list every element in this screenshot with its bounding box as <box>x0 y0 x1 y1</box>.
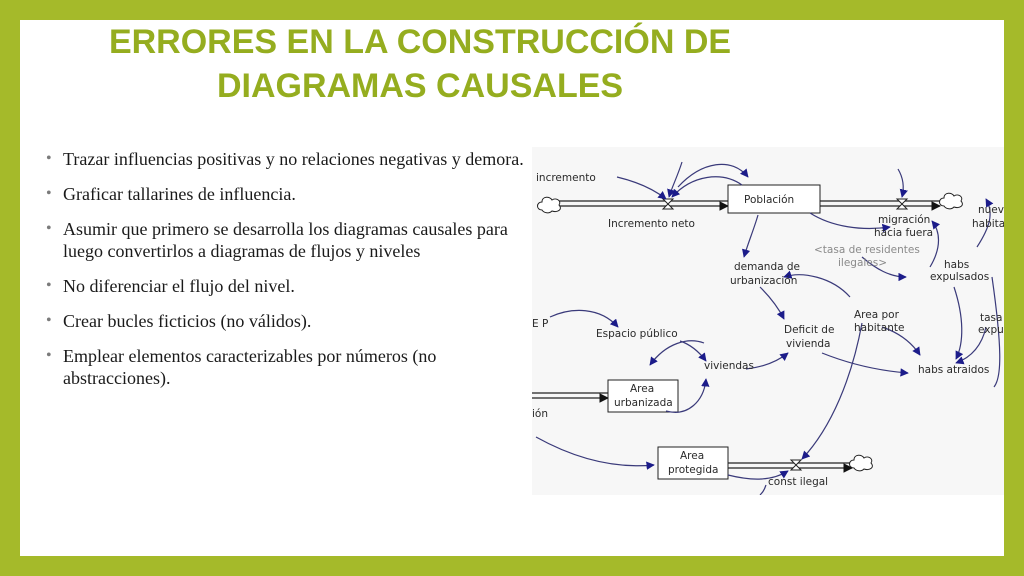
bullet-item: No diferenciar el flujo del nivel. <box>44 275 530 297</box>
title-line-1: ERRORES EN LA CONSTRUCCIÓN DE <box>108 23 732 61</box>
label-incremento-neto: Incremento neto <box>608 218 695 230</box>
bullet-item: Crear bucles ficticios (no válidos). <box>44 310 530 332</box>
label-incremento: incremento <box>536 172 596 184</box>
stock-box-area-protegida <box>657 446 729 480</box>
cloud-icon <box>849 454 873 472</box>
label-demanda-2: urbanización <box>730 275 797 287</box>
label-viviendas: viviendas <box>704 360 754 372</box>
label-area-habitante-2: habitante <box>854 322 904 334</box>
label-area-protegida-1: Area <box>680 450 704 462</box>
bullet-item: Emplear elementos caracterizables por nú… <box>44 345 530 389</box>
diagram-svg: incremento Incremento neto Población mig… <box>532 161 1004 495</box>
label-tasa-expulsion-1: tasa de <box>980 312 1004 324</box>
stock-box-poblacion <box>727 184 821 214</box>
title-line-2: DIAGRAMAS CAUSALES <box>216 67 624 105</box>
valve-icon <box>661 198 675 210</box>
causal-links <box>535 161 1001 495</box>
slide: ERRORES EN LA CONSTRUCCIÓN DE DIAGRAMAS … <box>20 20 1004 556</box>
valve-icon <box>789 459 803 471</box>
bullet-list: Trazar influencias positivas y no relaci… <box>44 148 530 402</box>
stock-flow-diagram: incremento Incremento neto Población mig… <box>532 147 1004 495</box>
label-demanda-1: demanda de <box>734 261 800 273</box>
label-area-urbanizada-2: urbanizada <box>614 397 673 409</box>
label-deficit-2: vivienda <box>786 338 830 350</box>
label-ion: ión <box>532 408 548 420</box>
label-espacio-publico: Espacio público <box>596 328 678 340</box>
label-migracion-2: hacia fuera <box>874 227 933 239</box>
stock-box-area-urbanizada <box>607 379 679 413</box>
flow-pipes <box>532 200 941 473</box>
slide-title: ERRORES EN LA CONSTRUCCIÓN DE DIAGRAMAS … <box>40 20 800 108</box>
label-deficit-1: Deficit de <box>784 324 834 336</box>
bullet-item: Trazar influencias positivas y no relaci… <box>44 148 530 170</box>
cloud-icon <box>939 192 963 210</box>
bullet-item: Asumir que primero se desarrolla los dia… <box>44 218 530 262</box>
label-area-urbanizada-1: Area <box>630 383 654 395</box>
cloud-icon <box>537 196 561 214</box>
valve-icon <box>895 198 909 210</box>
label-habs-atraidos: habs atraidos <box>918 364 989 376</box>
label-migracion-1: migración <box>878 214 930 226</box>
label-habita: habita <box>972 218 1004 230</box>
label-habs-expulsados-1: habs <box>944 259 969 271</box>
label-tasa-residentes-2: ilegales> <box>838 257 887 269</box>
bullet-item: Graficar tallarines de influencia. <box>44 183 530 205</box>
label-habs-expulsados-2: expulsados <box>930 271 989 283</box>
label-const-ilegal: const ilegal <box>768 476 828 488</box>
label-tasa-residentes-1: <tasa de residentes <box>814 244 920 256</box>
label-area-habitante-1: Area por <box>854 309 900 321</box>
label-poblacion: Población <box>744 194 794 206</box>
label-ep: E P <box>532 318 548 330</box>
label-area-protegida-2: protegida <box>668 464 718 476</box>
label-tasa-expulsion-2: expulsió <box>978 324 1004 336</box>
label-nuev: nuev <box>978 204 1004 216</box>
